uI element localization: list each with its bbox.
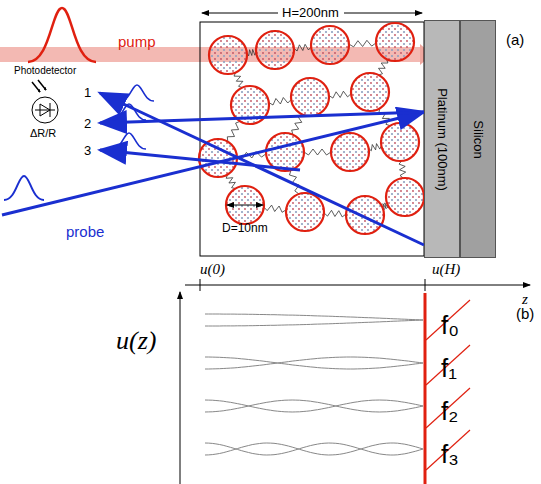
spring [324, 210, 346, 217]
nanoparticle [376, 23, 414, 61]
callout-number: 1 [84, 86, 91, 99]
layer-label: Platinum (100nm) [435, 88, 450, 191]
device-label: Photodetector [14, 66, 76, 76]
layer-label: Silicon [471, 120, 486, 158]
spring [294, 44, 311, 51]
nanoparticle [286, 193, 324, 231]
mode-shape [205, 400, 423, 412]
spring [247, 49, 256, 55]
nanoparticle [381, 123, 419, 161]
spring [264, 205, 286, 212]
nanoparticle [351, 73, 389, 111]
panel-label: (a) [506, 32, 524, 47]
spring [399, 161, 406, 178]
dimension: D=10nm [222, 222, 268, 234]
mode-shape [205, 357, 423, 369]
nanoparticle [331, 133, 369, 171]
spring [234, 72, 243, 87]
mode-frequency: f₁ [441, 355, 457, 381]
mode-shape [205, 443, 423, 455]
signal-label: ΔR/R [30, 128, 56, 139]
beam-label: probe [66, 224, 104, 239]
mode-shape [205, 400, 423, 412]
mode-shape [205, 320, 423, 326]
mode-frequency: f₀ [441, 312, 459, 338]
beam-label: pump [118, 34, 156, 49]
spring [329, 91, 351, 98]
nanoparticle [226, 186, 264, 224]
dimension: H=200nm [282, 6, 339, 19]
mode-frequency: f₃ [441, 441, 459, 467]
spring [226, 175, 235, 189]
mode-frequency: f₂ [441, 398, 458, 424]
mode-shape [205, 357, 423, 369]
axis-label: u(H) [432, 262, 460, 277]
axis-label: u(z) [116, 328, 156, 354]
nanoparticle [291, 78, 329, 116]
spring [349, 40, 376, 47]
mode-shape [205, 443, 423, 455]
spring [369, 144, 382, 151]
nanoparticle [209, 36, 247, 74]
nanoparticle [311, 26, 349, 64]
nanoparticle [256, 31, 294, 69]
spring [227, 121, 240, 141]
silicon-layer: Silicon [460, 20, 496, 258]
nanoparticle [386, 178, 424, 216]
callout-number: 3 [84, 144, 91, 157]
spring [269, 98, 291, 106]
mode-shape [205, 314, 423, 320]
spring [379, 59, 388, 75]
spring [304, 149, 331, 155]
axis-label: u(0) [200, 262, 225, 277]
nanoparticle [346, 196, 384, 234]
platinum-layer: Platinum (100nm) [424, 20, 460, 258]
nanoparticle [266, 133, 304, 171]
panel-label: (b) [516, 306, 534, 321]
axis-label: z [522, 292, 528, 307]
callout-number: 2 [84, 117, 91, 130]
